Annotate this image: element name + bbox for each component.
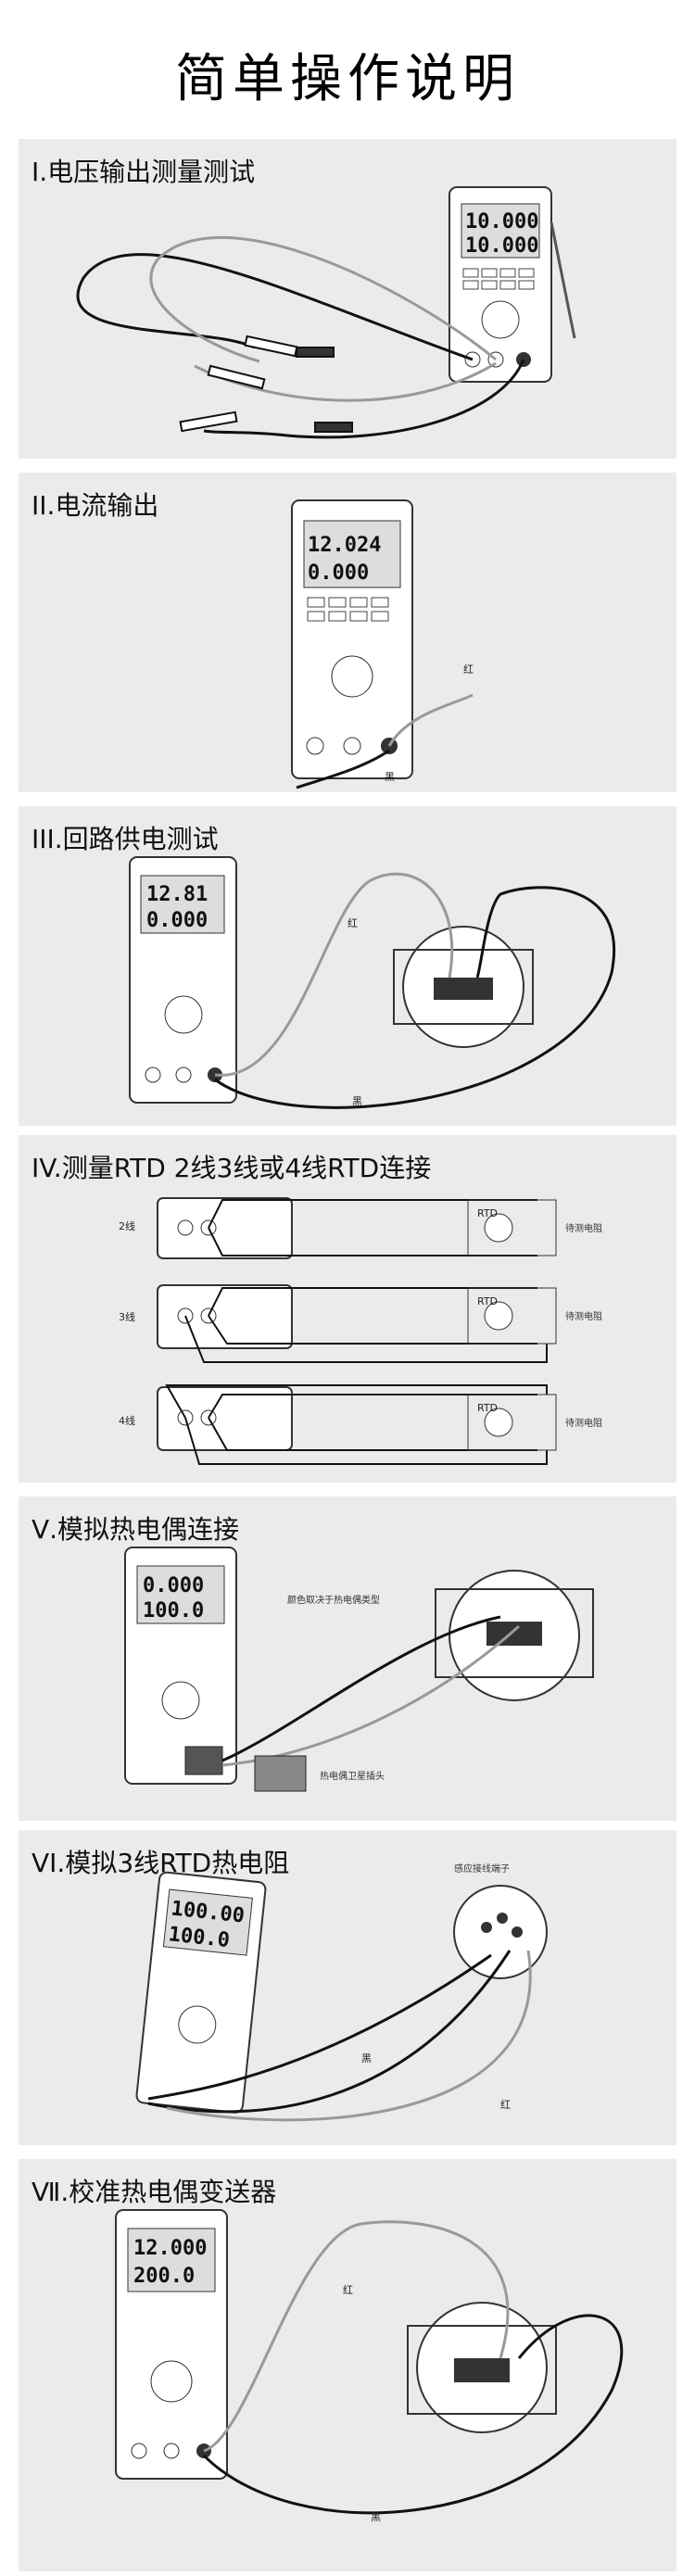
voltage-diagram: 10.000 10.000 <box>76 186 576 439</box>
calibrator-device: 10.000 10.000 <box>449 186 576 383</box>
section-title: Ⅶ.校准热电偶变送器 <box>32 2177 277 2207</box>
transmitter <box>435 1570 594 1701</box>
black-label: 黑 <box>371 2511 381 2523</box>
black-label: 黑 <box>352 1095 362 1107</box>
rtd-label: RTD <box>477 1207 498 1219</box>
black-label: 黑 <box>361 2052 372 2065</box>
rtd-diagram: 2线 RTD 待测电阻 3线 RTD 待测电阻 <box>119 1197 602 1465</box>
thermocouple-diagram: 0.000 100.0 颜色取决于热电偶类型 热电偶卫星插头 <box>124 1547 594 1792</box>
lcd-line-2: 0.000 <box>146 909 208 932</box>
calibrator-device: 0.000 100.0 <box>124 1547 237 1785</box>
row-label: 4线 <box>119 1414 135 1427</box>
terminal-block: 感应接线端子 <box>453 1863 548 1979</box>
lcd-line-1: 12.81 <box>146 883 208 906</box>
wire-label: 颜色取决于热电偶类型 <box>287 1594 380 1606</box>
row-label: 2线 <box>119 1219 135 1232</box>
page-title: 简单操作说明 <box>175 49 520 109</box>
section-title: Ⅴ.模拟热电偶连接 <box>32 1514 240 1545</box>
section-thermocouple-calibration: Ⅶ.校准热电偶变送器 12.000 200.0 红 黑 <box>19 2159 676 2571</box>
calibrator-device: 100.00 100.0 <box>135 1871 267 2114</box>
lcd-line-1: 12.024 <box>308 534 381 557</box>
rtd-row-4wire: 4线 RTD 待测电阻 <box>119 1384 602 1465</box>
red-label: 红 <box>343 2284 353 2296</box>
sensor-label: 待测电阻 <box>565 1310 602 1322</box>
section-rtd-measure: IV.测量RTD 2线3线或4线RTD连接 2线 RTD 待测电阻 3线 <box>19 1135 676 1483</box>
red-label: 红 <box>463 663 474 676</box>
rtd-label: RTD <box>477 1295 498 1307</box>
lcd-line-2: 200.0 <box>133 2265 195 2288</box>
section-title: IV.测量RTD 2线3线或4线RTD连接 <box>32 1153 432 1183</box>
terminal-label: 感应接线端子 <box>454 1863 510 1875</box>
section-rtd-sim: VI.模拟3线RTD热电阻 100.00 100.0 感应接线端子 黑 红 <box>19 1830 676 2145</box>
transmitter <box>393 926 534 1048</box>
plug-label: 热电偶卫星插头 <box>320 1770 385 1782</box>
rtd-row-3wire: 3线 RTD 待测电阻 <box>119 1284 602 1363</box>
section-title: II.电流输出 <box>32 490 159 521</box>
calibrator-device: 12.000 200.0 <box>115 2209 228 2480</box>
lcd-line-1: 0.000 <box>143 1574 204 1597</box>
transmitter <box>407 2302 557 2433</box>
lcd-line-2: 0.000 <box>308 562 369 585</box>
section-thermocouple-sim: Ⅴ.模拟热电偶连接 0.000 100.0 颜色取决于热电偶类型 热电偶卫星插头 <box>19 1496 676 1821</box>
lcd-line-1: 12.000 <box>133 2237 207 2260</box>
row-label: 3线 <box>119 1310 135 1323</box>
calibrator-device: 12.81 0.000 <box>129 856 237 1104</box>
black-label: 黑 <box>385 771 395 783</box>
rtd-label: RTD <box>477 1402 498 1414</box>
red-label: 红 <box>348 917 358 929</box>
section-current-output: II.电流输出 12.024 0.000 红 黑 <box>19 473 676 792</box>
section-voltage-output: I.电压输出测量测试 10.000 10.000 <box>19 139 676 459</box>
calibrator-device: 12.024 0.000 <box>291 499 413 779</box>
section-title: VI.模拟3线RTD热电阻 <box>32 1848 290 1878</box>
section-title: III.回路供电测试 <box>32 824 219 854</box>
rtd-sim-diagram: 100.00 100.0 感应接线端子 黑 红 <box>135 1863 548 2122</box>
sensor-label: 待测电阻 <box>565 1222 602 1234</box>
section-loop-power: III.回路供电测试 12.81 0.000 红 黑 <box>19 806 676 1126</box>
red-label: 红 <box>500 2099 511 2111</box>
lcd-line-2: 100.0 <box>143 1599 204 1623</box>
current-diagram: 12.024 0.000 红 黑 <box>291 499 474 789</box>
lcd-line-2: 10.000 <box>465 234 538 258</box>
calibration-diagram: 12.000 200.0 红 黑 <box>115 2209 624 2523</box>
section-title: I.电压输出测量测试 <box>32 157 256 187</box>
loop-diagram: 12.81 0.000 红 黑 <box>129 856 615 1109</box>
sensor-label: 待测电阻 <box>565 1417 602 1429</box>
rtd-row-2wire: 2线 RTD 待测电阻 <box>119 1197 602 1259</box>
lcd-line-1: 10.000 <box>465 210 538 234</box>
